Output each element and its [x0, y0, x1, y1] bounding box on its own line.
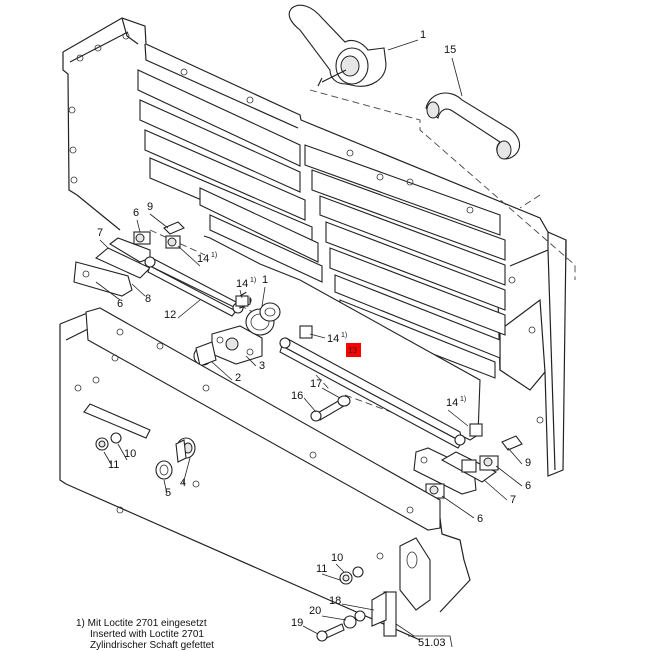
door-handle: [288, 4, 387, 87]
grille-frame: [62, 17, 567, 477]
part-label[interactable]: 17: [310, 378, 322, 390]
part-label[interactable]: 6: [525, 480, 531, 492]
reference-box[interactable]: 51.03: [408, 635, 453, 647]
right-bracket-assembly: [413, 435, 523, 499]
part-label[interactable]: 20: [309, 605, 321, 617]
part-label[interactable]: 6: [117, 298, 123, 310]
grip-handle: [425, 92, 521, 160]
part-label[interactable]: 5: [165, 487, 171, 499]
part-label[interactable]: 14: [236, 278, 248, 290]
part-label[interactable]: 16: [291, 390, 303, 402]
footnote-marker: 1): [250, 277, 256, 284]
lower-right-bracket: [316, 537, 431, 642]
part-label[interactable]: 14: [446, 397, 458, 409]
footnote-marker: 1): [211, 252, 217, 259]
part-label[interactable]: 14: [197, 253, 209, 265]
highlight-label: 13: [348, 346, 357, 355]
part-label[interactable]: 10: [124, 448, 136, 460]
part-label[interactable]: 8: [145, 293, 151, 305]
part-label[interactable]: 9: [525, 457, 531, 469]
part-label[interactable]: 11: [316, 563, 327, 575]
reference-label: 51.03: [418, 637, 446, 647]
highlight-marker[interactable]: 13: [346, 343, 361, 357]
highlight-box: [346, 343, 361, 357]
part-label[interactable]: 18: [329, 595, 341, 607]
part-label[interactable]: 7: [510, 494, 516, 506]
part-label[interactable]: 1: [262, 274, 268, 286]
part-label[interactable]: 3: [259, 360, 265, 372]
part-label[interactable]: 12: [164, 309, 176, 321]
part-label[interactable]: 1: [420, 29, 426, 41]
part-label[interactable]: 4: [180, 477, 186, 489]
part-label[interactable]: 10: [331, 552, 343, 564]
footnote-marker: 1): [460, 396, 466, 403]
footnote-marker: 1): [341, 332, 347, 339]
part-label[interactable]: 19: [291, 617, 303, 629]
part-label[interactable]: 11: [108, 459, 119, 471]
part-label[interactable]: 6: [477, 513, 483, 525]
leader-lines: [95, 39, 523, 637]
left-bracket-assembly: [73, 221, 252, 317]
center-link-assembly: [193, 235, 483, 449]
footnote: 1) Mit Loctite 2701 eingesetzt Inserted …: [76, 618, 214, 651]
footnote-line-2: Inserted with Loctite 2701: [90, 629, 204, 640]
part-label[interactable]: 2: [235, 372, 241, 384]
part-label[interactable]: 9: [147, 201, 153, 213]
part-label[interactable]: 15: [444, 44, 456, 56]
part-label[interactable]: 6: [133, 207, 139, 219]
footnote-line-3: Zylindrischer Schaft gefettet: [90, 640, 214, 651]
footnote-line-1: 1) Mit Loctite 2701 eingesetzt: [76, 618, 207, 629]
part-label[interactable]: 14: [327, 333, 339, 345]
part-label[interactable]: 7: [97, 227, 103, 239]
lower-beam: [59, 307, 471, 641]
